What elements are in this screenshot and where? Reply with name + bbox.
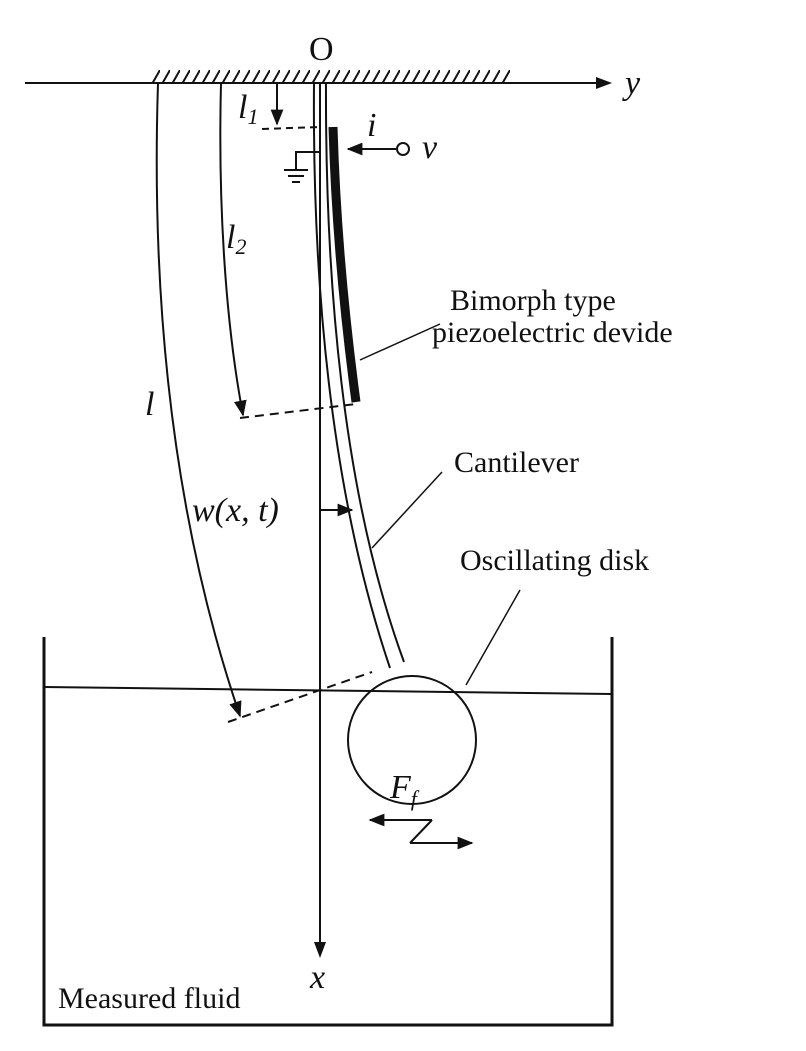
cantilever-right-edge xyxy=(324,82,405,663)
l1-label-sub: 1 xyxy=(247,104,258,129)
l2-label: l2 xyxy=(226,219,246,259)
l2-dimension-arrow xyxy=(219,82,247,417)
force-label-base: F xyxy=(389,769,412,806)
deflection-label: w(x, t) xyxy=(192,492,279,529)
fixed-wall-hatching xyxy=(150,70,512,84)
bimorph-leader-line xyxy=(359,323,441,361)
l2-label-sub: 2 xyxy=(235,234,246,259)
bimorph-piezo-element xyxy=(328,126,361,403)
fluid-surface xyxy=(43,686,613,695)
x-axis-label: x xyxy=(309,959,325,996)
l-dimension-arrow xyxy=(155,82,242,718)
ground-symbol xyxy=(284,151,320,183)
y-axis-arrowhead xyxy=(596,77,612,89)
l1-label: l1 xyxy=(238,89,258,129)
fluid-container xyxy=(42,637,614,1027)
oscillation-zigzag xyxy=(409,819,433,844)
l2-dashed-line xyxy=(239,403,357,419)
oscillating-disk xyxy=(347,675,477,805)
y-axis-label: y xyxy=(622,65,641,102)
bimorph-label-line1: Bimorph type xyxy=(450,284,616,317)
disk-label: Oscillating disk xyxy=(460,544,649,577)
force-label: Ff xyxy=(389,769,420,811)
l-dashed-line xyxy=(227,671,373,723)
x-axis-arrowhead xyxy=(314,942,326,958)
disk-leader-line xyxy=(465,589,521,686)
voltage-terminal xyxy=(396,142,410,156)
current-label: i xyxy=(367,107,376,144)
origin-label: O xyxy=(309,31,334,68)
force-label-sub: f xyxy=(411,786,420,811)
l-label: l xyxy=(145,386,154,423)
cantilever-label: Cantilever xyxy=(454,446,579,479)
voltage-label: v xyxy=(422,129,438,166)
l1-dashed-line xyxy=(261,126,321,130)
bimorph-label-line2: piezoelectric devide xyxy=(432,316,673,349)
cantilever-leader-line xyxy=(371,471,443,549)
fluid-label: Measured fluid xyxy=(58,982,240,1015)
l1-label-base: l xyxy=(238,89,247,126)
l2-label-base: l xyxy=(226,219,235,256)
cantilever-left-edge xyxy=(312,82,391,669)
